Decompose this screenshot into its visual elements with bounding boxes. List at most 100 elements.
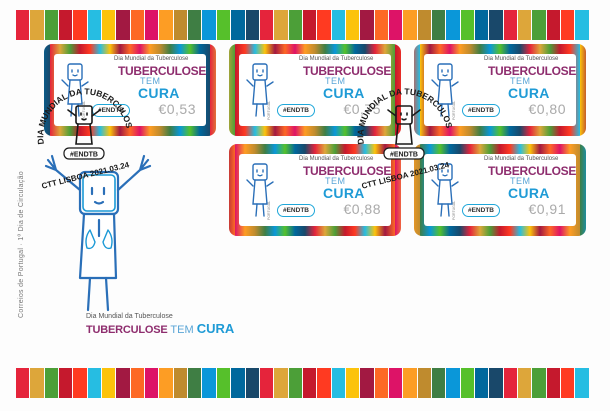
stripe-segment	[274, 10, 288, 40]
stripe-segment	[532, 10, 546, 40]
stamp-title-tem: TEM	[510, 76, 531, 86]
stripe-segment	[102, 10, 116, 40]
stamp-title-tem: TEM	[510, 176, 531, 186]
stamp-3: PORTUGAL Dia Mundial da Tuberculose TUBE…	[414, 44, 586, 136]
stripe-segment	[159, 368, 173, 398]
side-caption: Correios de Portugal · 1º Dia de Circula…	[18, 60, 30, 320]
cover-title-tuberculose: TUBERCULOSE	[86, 324, 168, 336]
cover-subtitle: Dia Mundial da Tuberculose	[86, 313, 173, 320]
stamp-hashtag: #ENDTB	[277, 104, 315, 117]
cover-title: Dia Mundial da Tuberculose TUBERCULOSE T…	[86, 313, 234, 336]
stripe-segment	[503, 368, 518, 398]
stripe-segment	[245, 368, 259, 398]
stripe-segment	[345, 10, 360, 40]
postmark-arc-text: DIA MUNDIAL DA TUBERCULOSE	[350, 82, 454, 145]
stripe-segment	[73, 10, 87, 40]
stamp-subtitle: Dia Mundial da Tuberculose	[299, 56, 374, 62]
side-caption-text: Correios de Portugal · 1º Dia de Circula…	[18, 171, 25, 318]
stamp-subtitle: Dia Mundial da Tuberculose	[299, 156, 374, 162]
stripe-segment	[16, 10, 30, 40]
stamp-subtitle: Dia Mundial da Tuberculose	[484, 56, 559, 62]
stamp-subtitle: Dia Mundial da Tuberculose	[114, 56, 189, 62]
stamp-title-tuberculose: TUBERCULOSE	[303, 64, 392, 78]
stripe-segment	[518, 10, 532, 40]
stripe-segment	[216, 10, 231, 40]
stripe-segment	[575, 368, 589, 398]
postmark-hashtag: #ENDTB	[390, 152, 418, 159]
stripe-segment	[159, 10, 173, 40]
cover-title-cura: CURA	[196, 321, 235, 336]
stripe-segment	[388, 368, 403, 398]
stripe-segment	[503, 10, 518, 40]
stripe-segment	[59, 10, 73, 40]
stripe-segment	[317, 368, 331, 398]
stamp-title-cura: CURA	[508, 85, 550, 101]
stamp-face: PORTUGAL Dia Mundial da Tuberculose TUBE…	[424, 54, 576, 126]
stripe-segment	[403, 368, 417, 398]
stamp-character-icon	[430, 160, 460, 220]
stamp-title-tuberculose: TUBERCULOSE	[303, 164, 392, 178]
stamp-character-icon	[245, 60, 275, 120]
stripe-segment	[231, 10, 245, 40]
cover-title-tem: TEM	[170, 324, 194, 336]
stripe-segment	[44, 10, 59, 40]
stamp-hashtag: #ENDTB	[277, 204, 315, 217]
stamp-subtitle: Dia Mundial da Tuberculose	[484, 156, 559, 162]
stamp-hashtag: #ENDTB	[462, 104, 500, 117]
stripe-segment	[288, 368, 302, 398]
stripe-segment	[16, 368, 30, 398]
top-color-stripe	[16, 10, 590, 40]
stripe-segment	[59, 368, 73, 398]
stamp-value: €0,53	[158, 101, 196, 117]
stripe-segment	[73, 368, 87, 398]
stripe-segment	[30, 10, 44, 40]
stripe-segment	[374, 10, 388, 40]
stripe-segment	[561, 10, 575, 40]
stripe-segment	[145, 368, 159, 398]
postmark-arc-text: DIA MUNDIAL DA TUBERCULOSE	[30, 82, 134, 145]
stamp-4: PORTUGAL Dia Mundial da Tuberculose TUBE…	[229, 144, 401, 236]
stripe-segment	[216, 368, 231, 398]
stamp-value: €0,88	[343, 201, 381, 217]
stripe-segment	[259, 10, 274, 40]
stripe-segment	[231, 368, 245, 398]
stripe-segment	[116, 368, 130, 398]
postmark-hashtag: #ENDTB	[70, 152, 98, 159]
stripe-segment	[446, 368, 460, 398]
stamp-character-icon	[60, 60, 90, 120]
stamp-1: PORTUGAL Dia Mundial da Tuberculose TUBE…	[44, 44, 216, 136]
stripe-segment	[331, 10, 345, 40]
stripe-segment	[102, 368, 116, 398]
stripe-segment	[518, 368, 532, 398]
stripe-segment	[188, 10, 202, 40]
stripe-segment	[302, 10, 317, 40]
stripe-segment	[489, 10, 503, 40]
stamp-title-cura: CURA	[508, 185, 550, 201]
stamp-title-tuberculose: TUBERCULOSE	[488, 164, 577, 178]
stripe-segment	[145, 10, 159, 40]
stamp-character-icon	[430, 60, 460, 120]
stripe-segment	[561, 368, 575, 398]
stamp-face: PORTUGAL Dia Mundial da Tuberculose TUBE…	[239, 154, 391, 226]
stamp-country-label: PORTUGAL	[267, 200, 271, 220]
stripe-segment	[374, 368, 388, 398]
postmark-place-date: CTT LISBOA 2021.03.24	[361, 160, 451, 191]
stamp-title-tuberculose: TUBERCULOSE	[488, 64, 577, 78]
postmark-place-date: CTT LISBOA 2021.03.24	[41, 160, 131, 191]
stamp-face: PORTUGAL Dia Mundial da Tuberculose TUBE…	[239, 54, 391, 126]
stamp-value: €0,75	[343, 101, 381, 117]
stripe-segment	[431, 368, 446, 398]
stripe-segment	[489, 368, 503, 398]
stripe-segment	[475, 368, 489, 398]
stamp-value: €0,91	[528, 201, 566, 217]
bottom-color-stripe	[16, 368, 590, 398]
stripe-segment	[460, 368, 474, 398]
stripe-segment	[360, 368, 374, 398]
stripe-segment	[431, 10, 446, 40]
stripe-segment	[259, 368, 274, 398]
stripe-segment	[532, 368, 546, 398]
character-illustration	[44, 154, 152, 312]
